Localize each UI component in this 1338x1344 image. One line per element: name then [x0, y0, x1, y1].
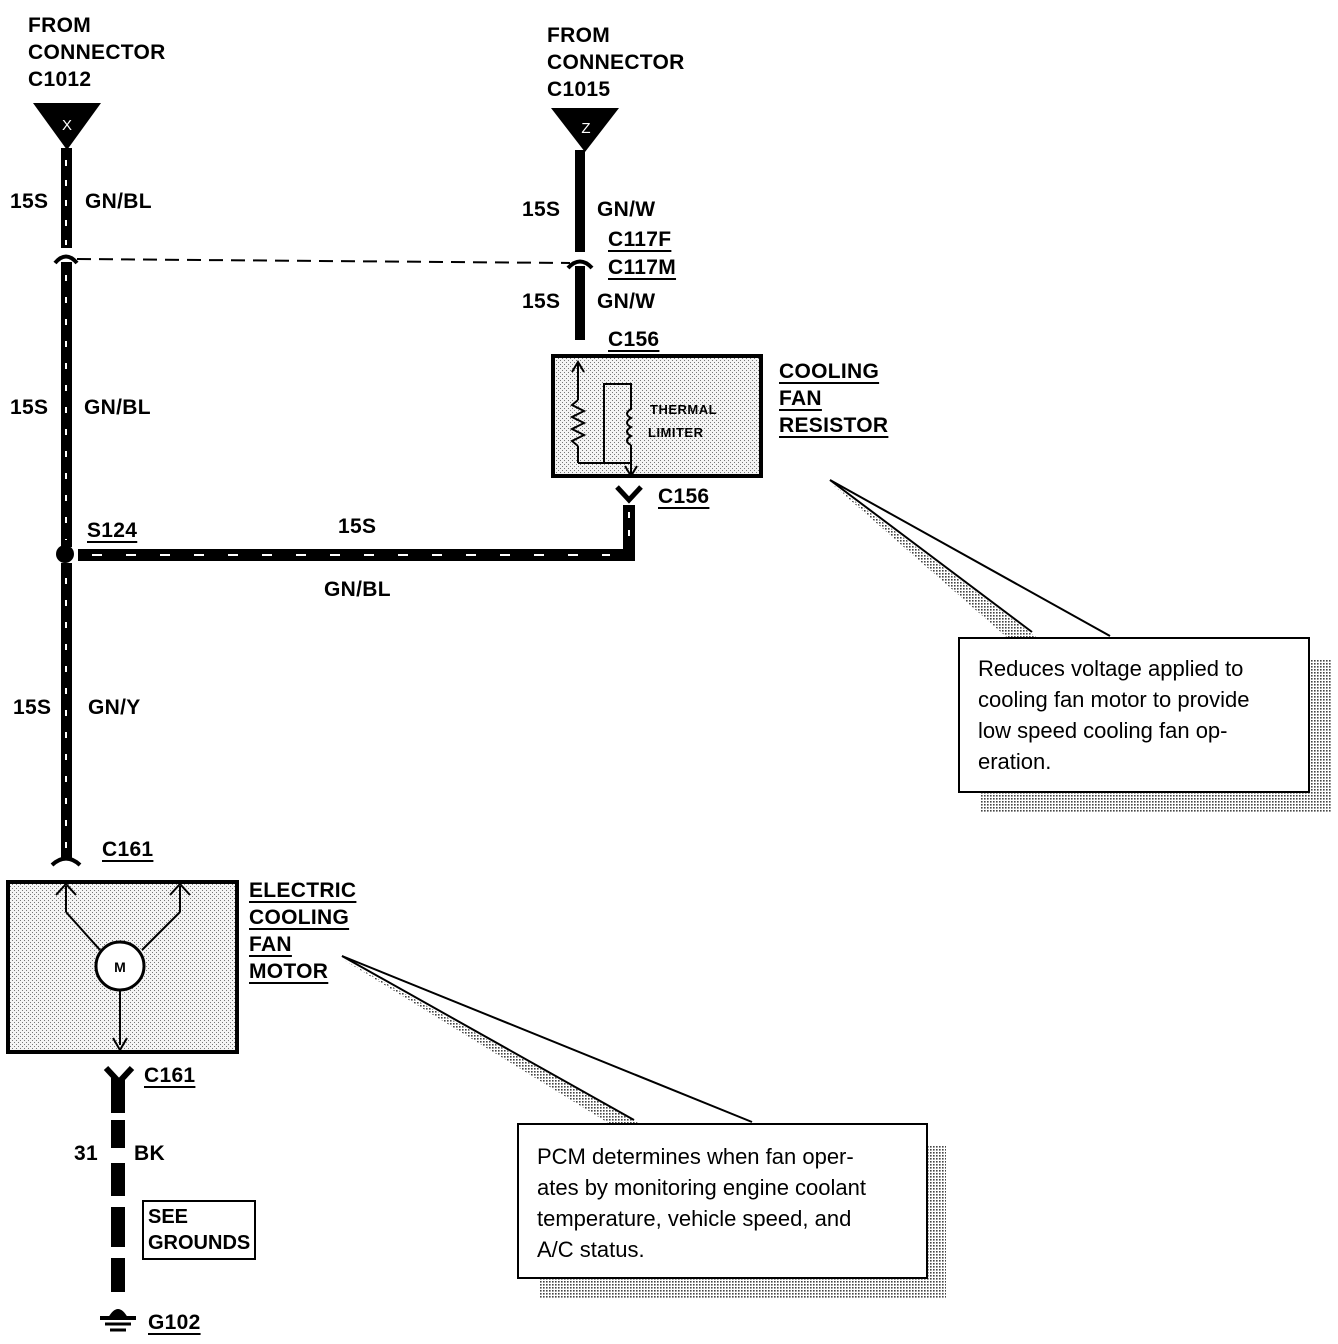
c1015-pin-letter: Z	[581, 120, 590, 137]
connector-c156-bottom-pin	[615, 485, 643, 504]
wire-horizontal-gauge: 15S	[338, 515, 377, 538]
motor-symbol: M	[114, 959, 126, 975]
wire-mid-low-gauge: 15S	[522, 290, 561, 313]
wire-left-mid-gauge: 15S	[10, 396, 49, 419]
connector-c117f-label: C117F	[608, 228, 672, 251]
motor-note: PCM determines when fan oper- ates by mo…	[517, 1123, 928, 1279]
wire-mid-top-color: GN/W	[597, 198, 656, 221]
connector-c117-mid	[566, 259, 594, 270]
connector-c117-left	[53, 254, 79, 265]
wire-ground	[111, 1078, 125, 1292]
wire-horizontal-color: GN/BL	[324, 578, 391, 601]
wire-horizontal	[78, 505, 635, 561]
connector-c117-dashed-link	[76, 258, 571, 264]
wire-mid-low	[575, 266, 585, 340]
wire-left-low	[61, 563, 72, 858]
wire-left-top-gauge: 15S	[10, 190, 49, 213]
electric-cooling-fan-motor-box	[6, 880, 239, 1054]
wire-left-mid-color: GN/BL	[84, 396, 151, 419]
wire-left-mid	[61, 262, 72, 547]
connector-c161-top-label: C161	[102, 838, 154, 861]
electric-cooling-fan-motor-label: ELECTRIC COOLING FAN MOTOR	[249, 879, 357, 983]
cooling-fan-resistor-label: COOLING FAN RESISTOR	[779, 360, 889, 437]
see-grounds-link[interactable]: SEE GROUNDS	[142, 1200, 257, 1260]
connector-c1015-triangle	[551, 108, 619, 152]
c1012-label: FROM CONNECTOR C1012	[28, 14, 166, 91]
connector-c156-bottom-label: C156	[658, 485, 710, 508]
connector-c161-bottom-label: C161	[144, 1064, 196, 1087]
c1015-label: FROM CONNECTOR C1015	[547, 24, 685, 101]
wire-mid-top	[575, 150, 585, 252]
wire-left-top-color: GN/BL	[85, 190, 152, 213]
splice-s124-label: S124	[87, 519, 138, 542]
connector-c117m-label: C117M	[608, 256, 677, 279]
cooling-fan-resistor-box	[551, 354, 763, 478]
wire-mid-top-gauge: 15S	[522, 198, 561, 221]
c1012-pin-letter: X	[62, 117, 72, 134]
wire-left-low-color: GN/Y	[88, 696, 141, 719]
wire-mid-low-color: GN/W	[597, 290, 656, 313]
ground-g102-label: G102	[148, 1311, 201, 1334]
limiter-label: LIMITER	[648, 425, 704, 440]
ground-g102-symbol	[100, 1309, 136, 1332]
connector-c161-top-pin	[50, 856, 82, 867]
thermal-label: THERMAL	[650, 402, 718, 417]
wire-ground-color: BK	[134, 1142, 165, 1165]
connector-c1012-triangle	[33, 103, 101, 150]
wire-left-low-gauge: 15S	[13, 696, 52, 719]
wire-ground-gauge: 31	[74, 1142, 98, 1165]
connector-c156-top-label: C156	[608, 328, 660, 351]
motor-callout-pointer	[341, 955, 753, 1124]
wire-left-top	[61, 148, 72, 248]
resistor-callout-pointer	[829, 479, 1111, 640]
splice-s124	[56, 545, 74, 563]
resistor-note: Reduces voltage applied to cooling fan m…	[958, 637, 1310, 793]
